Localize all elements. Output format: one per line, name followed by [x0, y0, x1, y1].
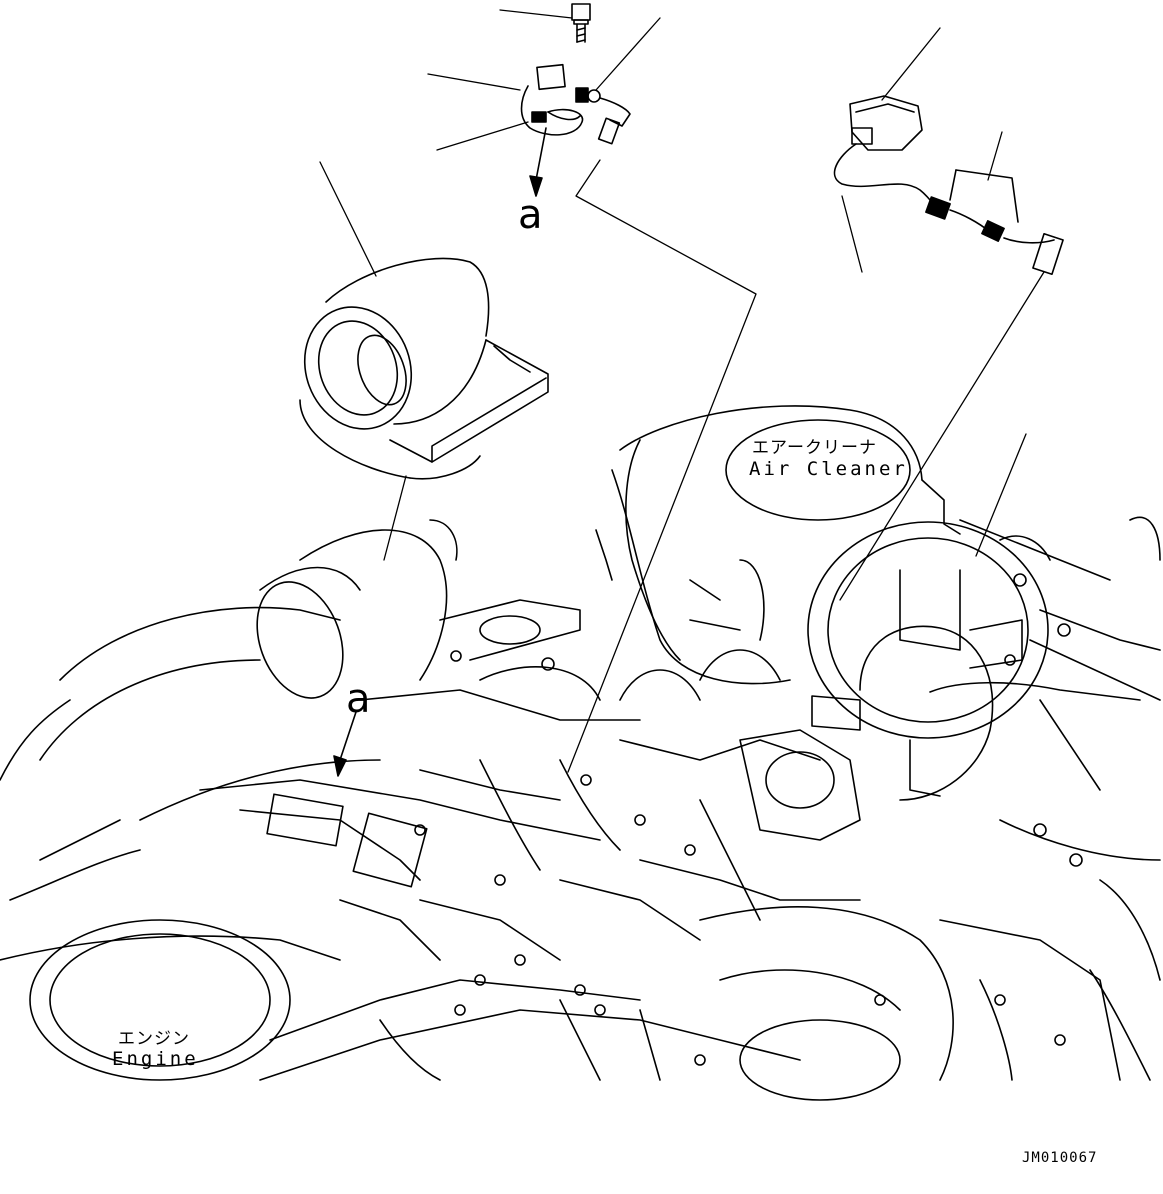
- engine-label-jp: エンジン: [118, 1029, 190, 1049]
- air-cleaner-label-en: Air Cleaner: [749, 458, 908, 480]
- leader-lines: [319, 9, 1045, 773]
- engine-block-icon: [199, 599, 861, 1016]
- engine-lower-icon: [0, 906, 1121, 1101]
- drawing-code: JM010067: [1022, 1150, 1098, 1166]
- air-cleaner-label-jp: エアークリーナ: [752, 438, 877, 458]
- bolt-icon: [571, 3, 591, 43]
- engine-label-en: Engine: [112, 1048, 199, 1070]
- elbow-duct-icon: [299, 257, 549, 480]
- air-cleaner-icon: [595, 405, 1141, 801]
- callout-letter-top: a: [518, 192, 543, 238]
- turbo-intake-icon: [0, 519, 458, 901]
- callout-letter-mid: a: [346, 676, 371, 722]
- sensor-harness-small-icon: [520, 63, 631, 197]
- sensor-harness-large-icon: [833, 95, 1064, 276]
- right-pipework-icon: [959, 516, 1161, 1081]
